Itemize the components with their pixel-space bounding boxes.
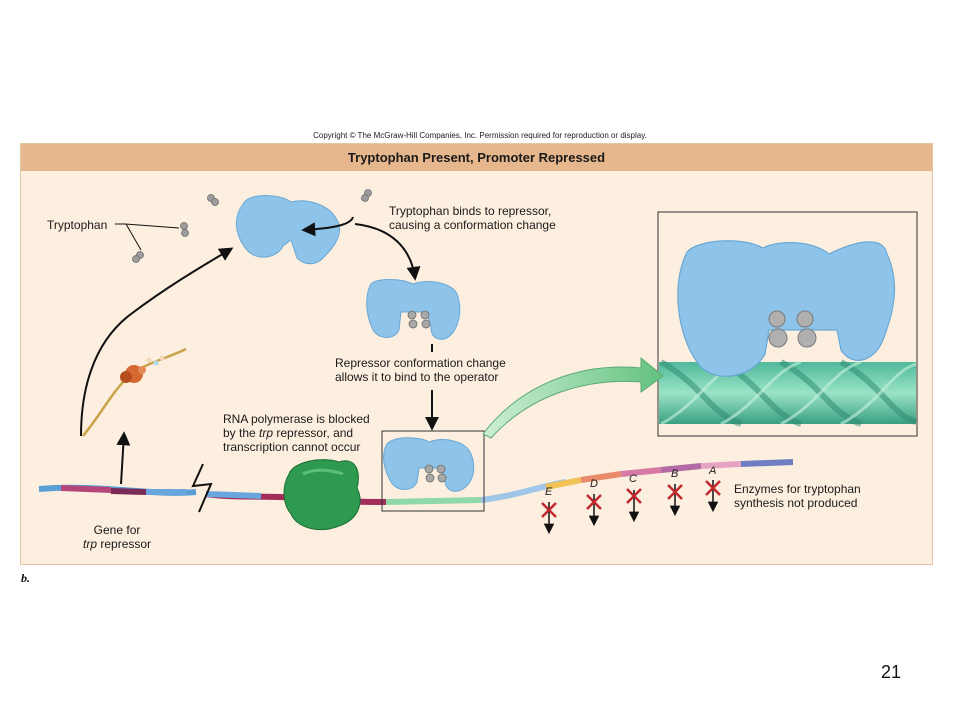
copyright-notice: Copyright © The McGraw-Hill Companies, I… <box>313 131 647 140</box>
gene-letter-a: A <box>708 465 716 477</box>
zoom-inset <box>657 211 918 437</box>
tryptophan-molecules <box>132 189 372 263</box>
operator-box <box>381 430 485 512</box>
gene-letter-c: C <box>629 473 637 485</box>
active-repressor-icon <box>366 279 461 340</box>
figure-panel: Tryptophan Present, Promoter Repressed <box>20 143 933 565</box>
blocked-enzyme-arrows <box>541 480 721 535</box>
dna-strand <box>38 459 794 505</box>
dna-break-icon <box>191 463 213 513</box>
label-rna-polymerase: RNA polymerase is blocked by the trp rep… <box>223 412 370 454</box>
page-number: 21 <box>881 662 902 682</box>
figure-title: Tryptophan Present, Promoter Repressed <box>21 144 932 171</box>
rna-polymerase-icon <box>283 459 361 530</box>
pathway-arrows <box>80 216 439 485</box>
gene-letter-e: E <box>545 486 553 498</box>
inactive-repressor-icon <box>235 195 341 265</box>
label-tryptophan-binds: Tryptophan binds to repressor, causing a… <box>389 204 556 232</box>
gene-letter-b: B <box>671 468 678 480</box>
gene-letters: E D C B A <box>545 465 716 498</box>
zoom-arrow-icon <box>482 356 664 439</box>
label-enzymes-not-produced: Enzymes for tryptophan synthesis not pro… <box>734 482 861 510</box>
gene-letter-d: D <box>590 478 598 490</box>
label-tryptophan: Tryptophan <box>47 218 108 232</box>
label-conformation-change: Repressor conformation change allows it … <box>335 356 506 384</box>
panel-label: b. <box>21 571 30 585</box>
repressor-mrna-icon <box>82 347 187 437</box>
label-gene-for-trp-repressor: Gene for trp repressor <box>83 523 152 551</box>
pathway-diagram: E D C B A <box>38 189 918 535</box>
